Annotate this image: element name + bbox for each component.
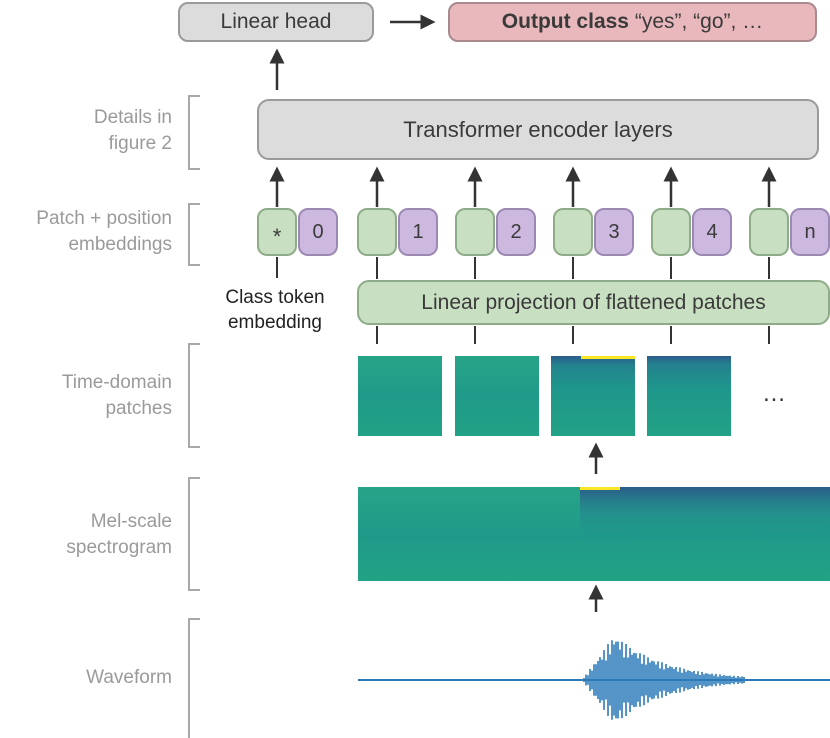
class-token-line-1: Class token [225, 287, 325, 308]
linear-projection-label: Linear projection of flattened patches [421, 290, 766, 314]
mel-bracket [188, 477, 200, 591]
linear-head-label: Linear head [220, 10, 332, 33]
mel-label: Mel-scale spectrogram [20, 509, 172, 561]
patch-embedding-3 [553, 208, 593, 256]
patch-1-fill [358, 356, 442, 436]
patch-pos-bracket [188, 203, 200, 266]
time-domain-line-1: Time-domain [61, 372, 172, 393]
mel-line-2: spectrogram [66, 537, 172, 558]
position-embedding-1: 1 [398, 208, 438, 256]
transformer-encoder-box: Transformer encoder layers [257, 99, 819, 160]
position-embedding-2: 2 [496, 208, 536, 256]
transformer-encoder-label: Transformer encoder layers [403, 116, 673, 142]
position-label-1: 1 [412, 220, 424, 243]
position-label-3: 3 [608, 220, 620, 243]
linear-projection-box: Linear projection of flattened patches [357, 280, 830, 325]
time-domain-patch-2 [455, 356, 539, 436]
patch-2-fill [455, 356, 539, 436]
position-label-n: n [804, 220, 816, 243]
waveform-bracket [188, 618, 200, 738]
patch-embedding-1 [357, 208, 397, 256]
patch-pos-label: Patch + position embeddings [0, 206, 172, 258]
patch-3-hot-band [581, 356, 635, 359]
class-token-patch: * [257, 208, 297, 256]
patch-embedding-2 [455, 208, 495, 256]
patch-4-fill [647, 356, 731, 436]
details-label: Details in figure 2 [30, 105, 172, 157]
output-class-bold: Output class [501, 10, 629, 33]
mel-dark-region [580, 487, 830, 581]
patch-pos-line-1: Patch + position [36, 208, 172, 229]
waveform-label: Waveform [20, 665, 172, 691]
output-class-label: Output class “yes”, “go”, … [502, 10, 763, 34]
details-bracket [188, 95, 200, 170]
time-domain-line-2: patches [105, 398, 172, 419]
time-domain-patch-3 [551, 356, 635, 436]
position-embedding-4: 4 [692, 208, 732, 256]
details-line-2: figure 2 [108, 133, 172, 154]
mel-spectrogram [358, 487, 830, 581]
linear-head-box: Linear head [178, 2, 374, 42]
mel-hot-band [580, 487, 620, 490]
position-embedding-3: 3 [594, 208, 634, 256]
time-domain-patch-1 [358, 356, 442, 436]
patch-embedding-4 [651, 208, 691, 256]
position-label-4: 4 [706, 220, 718, 243]
mel-line-1: Mel-scale [90, 511, 172, 532]
position-embedding-n: n [790, 208, 830, 256]
output-class-box: Output class “yes”, “go”, … [448, 2, 817, 42]
details-line-1: Details in [93, 107, 172, 128]
time-domain-label: Time-domain patches [20, 370, 172, 422]
waveform-line-1: Waveform [86, 667, 172, 688]
time-domain-bracket [188, 343, 200, 448]
patch-pos-line-2: embeddings [68, 234, 172, 255]
patch-3-fill [551, 356, 635, 436]
time-domain-patch-4 [647, 356, 731, 436]
waveform-burst [583, 640, 745, 720]
position-label-0: 0 [312, 220, 324, 243]
waveform-burst-strokes [583, 640, 745, 720]
class-token-line-2: embedding [227, 312, 323, 333]
position-embedding-0: 0 [298, 208, 338, 256]
output-class-examples: “yes”, “go”, … [629, 10, 764, 33]
patches-ellipsis: … [762, 380, 786, 407]
position-label-2: 2 [510, 220, 522, 243]
class-token-star: * [272, 224, 282, 249]
class-token-label: Class token embedding [205, 285, 345, 335]
patch-embedding-n [749, 208, 789, 256]
